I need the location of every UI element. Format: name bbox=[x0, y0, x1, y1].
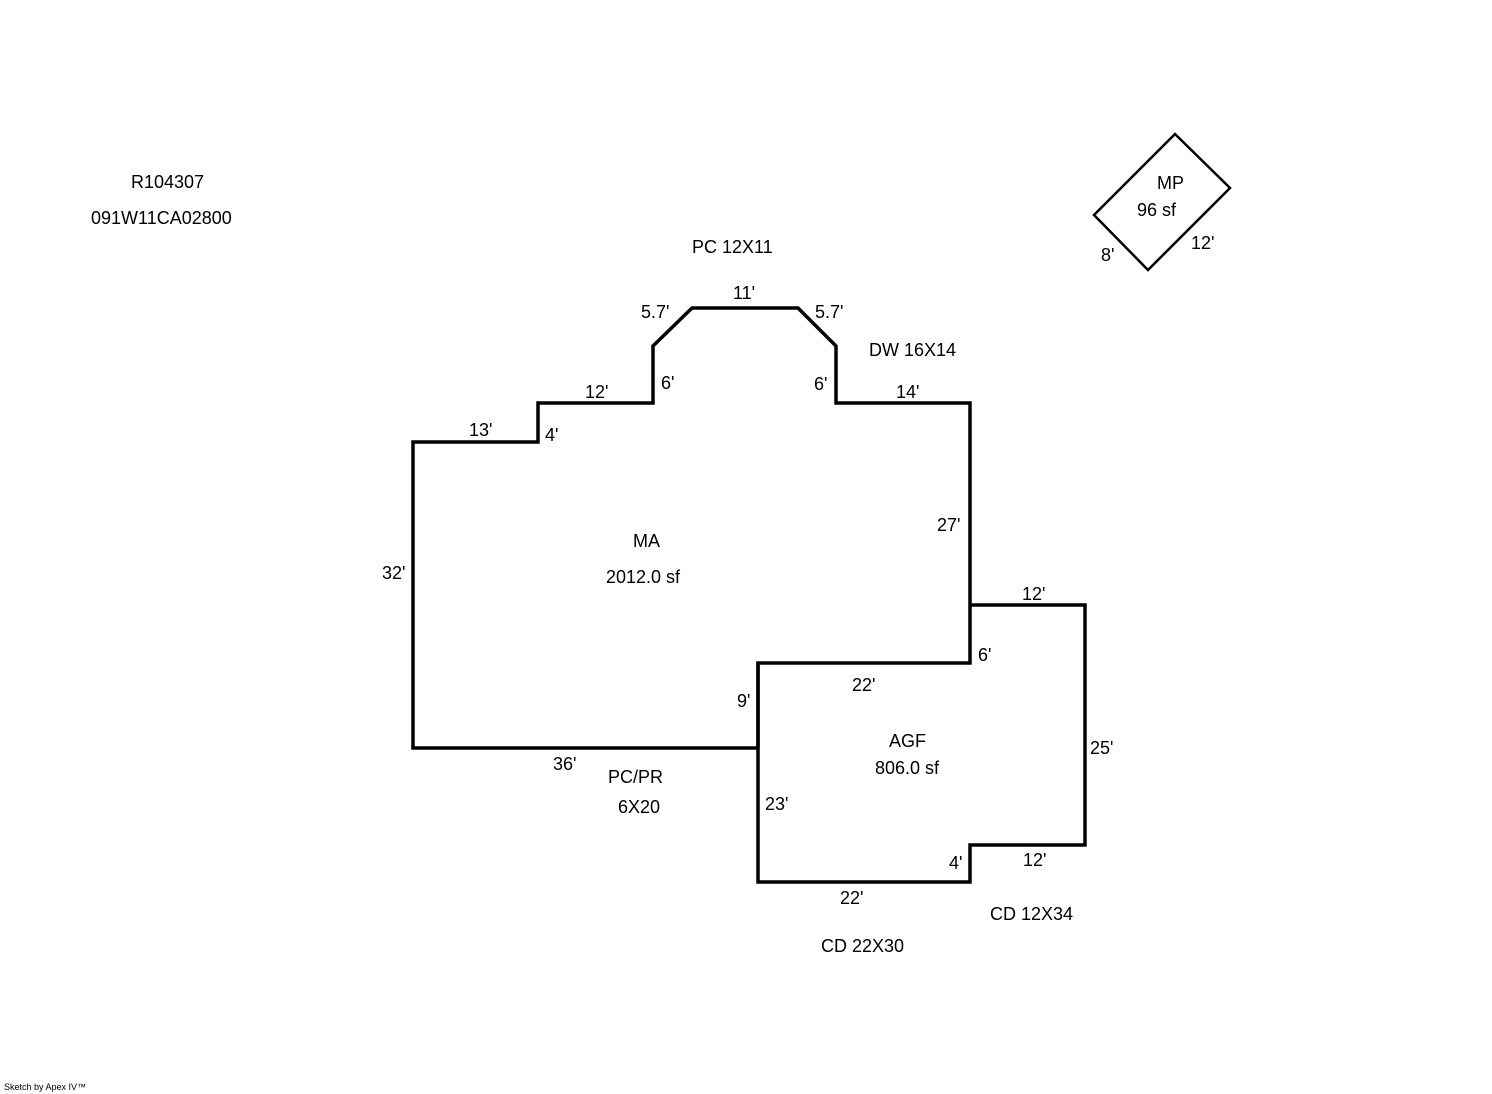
dim-top-11: 11' bbox=[733, 283, 755, 303]
dim-mp-8: 8' bbox=[1101, 245, 1114, 265]
dim-garage-left-23: 23' bbox=[765, 794, 788, 814]
garage-outline bbox=[756, 603, 1087, 884]
dim-right-6: 6' bbox=[814, 374, 827, 394]
parcel-id: R104307 bbox=[131, 172, 204, 192]
dim-inner-9: 9' bbox=[737, 691, 750, 711]
dim-step-13: 13' bbox=[469, 420, 492, 440]
dim-inner-22: 22' bbox=[852, 675, 875, 695]
pcpr-annotation-line1: PC/PR bbox=[608, 767, 663, 787]
dim-step-4: 4' bbox=[545, 425, 558, 445]
mp-diamond-outline bbox=[1092, 132, 1232, 272]
dim-garage-right-25: 25' bbox=[1090, 738, 1113, 758]
dw-annotation: DW 16X14 bbox=[869, 340, 956, 360]
dim-right-27: 27' bbox=[937, 515, 960, 535]
dim-garage-step-4: 4' bbox=[949, 853, 962, 873]
cd-small-annotation: CD 12X34 bbox=[990, 904, 1073, 924]
dim-left-32: 32' bbox=[382, 563, 405, 583]
dim-left-6: 6' bbox=[661, 373, 674, 393]
garage-area-size: 806.0 sf bbox=[875, 758, 940, 778]
dim-diag-right: 5.7' bbox=[815, 302, 843, 322]
sketch-credit: Sketch by Apex IV™ bbox=[4, 1082, 86, 1092]
dim-garage-bottom-12: 12' bbox=[1023, 850, 1046, 870]
dim-mp-12: 12' bbox=[1191, 233, 1214, 253]
main-area-size: 2012.0 sf bbox=[606, 567, 681, 587]
main-area-outline bbox=[411, 306, 972, 750]
dim-step-12: 12' bbox=[585, 382, 608, 402]
cd-large-annotation: CD 22X30 bbox=[821, 936, 904, 956]
mp-area-code: MP bbox=[1157, 173, 1184, 193]
garage-area-code: AGF bbox=[889, 731, 926, 751]
dim-garage-top-12: 12' bbox=[1022, 584, 1045, 604]
main-area-code: MA bbox=[633, 531, 660, 551]
dim-diag-left: 5.7' bbox=[641, 302, 669, 322]
map-number: 091W11CA02800 bbox=[91, 208, 232, 228]
pc-annotation: PC 12X11 bbox=[692, 237, 773, 257]
mp-area-size: 96 sf bbox=[1137, 200, 1177, 220]
dim-inner-6: 6' bbox=[978, 645, 991, 665]
dim-bottom-36: 36' bbox=[553, 754, 576, 774]
dim-right-14: 14' bbox=[896, 382, 919, 402]
pcpr-annotation-line2: 6X20 bbox=[618, 797, 660, 817]
dim-garage-bottom-22: 22' bbox=[840, 888, 863, 908]
